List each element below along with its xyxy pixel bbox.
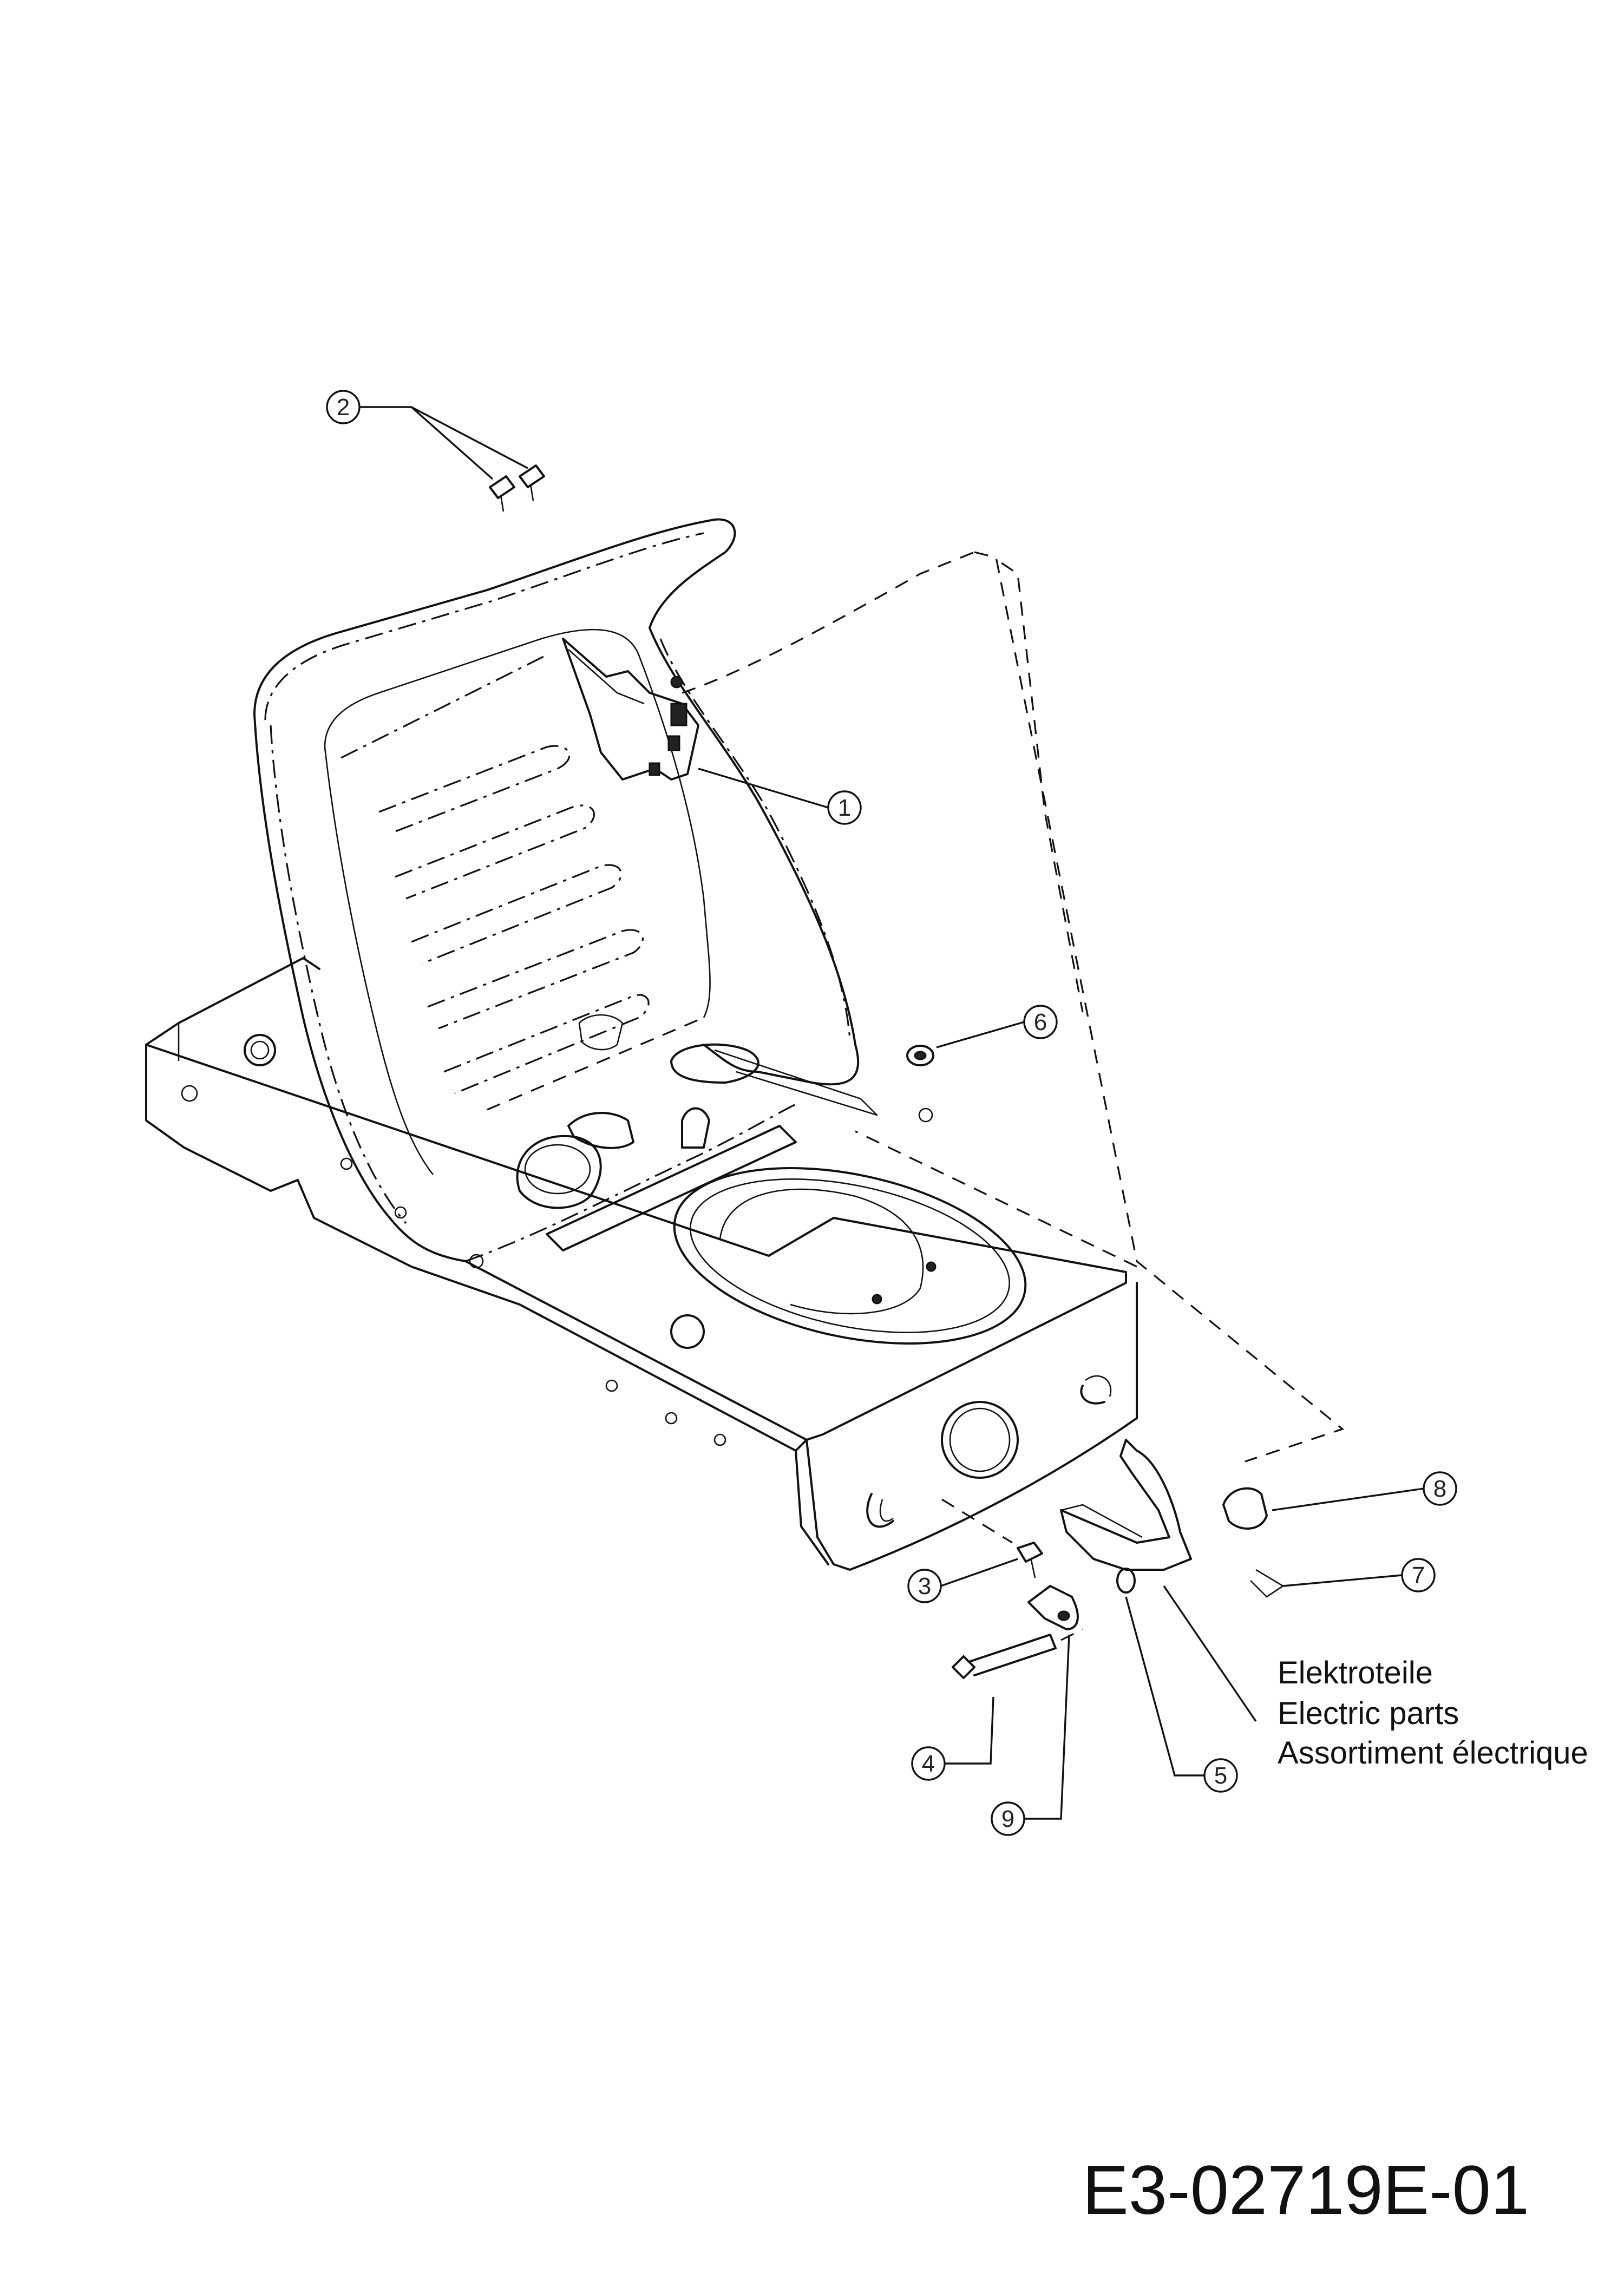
- callout-number: 2: [337, 394, 350, 421]
- callout-5: 5: [1203, 1758, 1238, 1793]
- callout-2: 2: [326, 390, 361, 424]
- leader-lines: [359, 406, 1424, 1820]
- callout-6: 6: [1023, 1005, 1058, 1039]
- nut-6-drawing: [906, 1045, 934, 1066]
- callout-number: 1: [838, 795, 851, 821]
- screw-3-drawing: [1017, 1542, 1043, 1578]
- callout-number: 5: [1214, 1762, 1227, 1789]
- note-line-en: Electric parts: [1278, 1696, 1459, 1731]
- callout-9: 9: [991, 1801, 1025, 1836]
- callout-number: 8: [1433, 1476, 1446, 1502]
- note-line-fr: Assortiment électrique: [1278, 1735, 1588, 1771]
- drawing-code: E3-02719E-01: [1083, 2152, 1530, 2229]
- callout-number: 4: [922, 1751, 935, 1777]
- callout-3: 3: [907, 1569, 942, 1603]
- plate-9-drawing: [1027, 1585, 1079, 1630]
- callout-4: 4: [911, 1746, 946, 1781]
- seat-drawing: [253, 518, 860, 1262]
- seat-switch-assembly: [562, 551, 975, 781]
- callout-number: 7: [1412, 1562, 1425, 1589]
- bolt-2-drawing: [489, 464, 545, 512]
- electric-parts-note: Elektroteile Electric parts Assortiment …: [1278, 1655, 1588, 1771]
- frame-drawing: [145, 551, 1345, 1571]
- clip-7-drawing: [1250, 1569, 1284, 1598]
- note-line-de: Elektroteile: [1278, 1655, 1433, 1690]
- callout-number: 3: [918, 1573, 931, 1600]
- bushing-8-drawing: [1222, 1487, 1268, 1530]
- callout-number: 9: [1001, 1806, 1014, 1832]
- callout-number: 6: [1034, 1009, 1047, 1035]
- callout-7: 7: [1401, 1558, 1436, 1592]
- callout-8: 8: [1423, 1471, 1457, 1506]
- rail-holes: [181, 1085, 726, 1446]
- bolt-4-drawing: [952, 1628, 1083, 1679]
- callout-1: 1: [827, 790, 862, 825]
- bracket-5-drawing: [1060, 1439, 1192, 1594]
